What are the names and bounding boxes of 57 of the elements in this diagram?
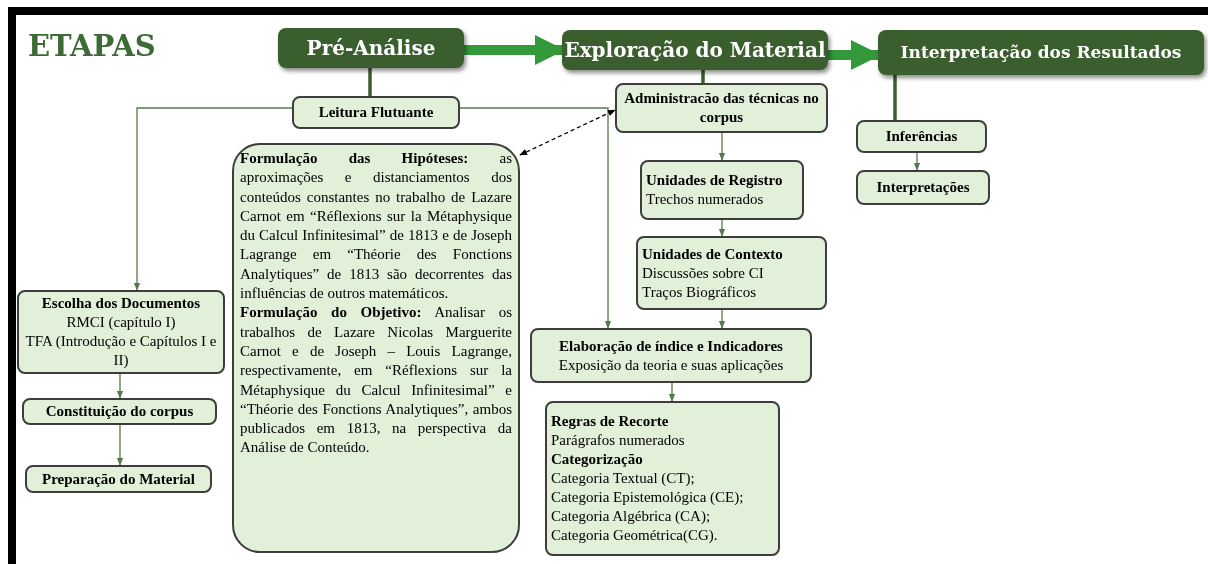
arrow (116, 424, 124, 466)
arrow (133, 107, 293, 291)
stage-header (278, 28, 464, 68)
box-title: Unidades de Registro (646, 171, 784, 190)
box-text: Formulação do Objetivo: Analisar os trabalhos de Lazare Nicolas Marguerite Carnot e de Joseph – Louis Lagrange, respectivamente, em “Réflexions sur la Métaphysique du Calcul Infinitesimal” e “Théorie des Fonctions Analytiques”, ambos publicados em 1813, na perspectiva da Análise de Conteúdo. (240, 303, 512, 458)
process-box (856, 170, 990, 205)
box-title: Exploração do Material (564, 37, 826, 64)
box-title: Administracão das técnicas no corpus (623, 89, 820, 127)
process-box (25, 465, 212, 493)
arrow (519, 109, 616, 156)
stage-header (562, 30, 828, 70)
box-text: Categoria Textual (CT); (551, 469, 696, 488)
arrow (718, 219, 726, 237)
diagram-title: ETAPAS (28, 28, 156, 64)
process-box (640, 160, 804, 220)
box-title: Formulação das Hipóteses: as aproximações e distanciamentos dos conteúdos constantes no trabalho de Lazare Carnot em “Réflexions sur la Métaphysique du Calcul Infinitesimal” de 1813 e de Joseph Lagrange em “Théorie des Fonctions Analytiques” de 1813 são decorrentes das influências de outros matemáticos. (240, 149, 512, 304)
arrow (668, 382, 676, 402)
connector-line (368, 68, 372, 96)
box-text: Discussões sobre CI (642, 263, 765, 283)
process-box (636, 236, 827, 310)
text-panel (232, 143, 520, 553)
box-text: Traços Biográficos (642, 282, 758, 302)
box-text: TFA (Introdução e Capítulos I e II) (24, 332, 218, 370)
box-text: Parágrafos numerados (551, 431, 686, 450)
connector-line (893, 75, 897, 120)
box-title: Unidades de Contexto (642, 244, 784, 264)
process-box (615, 83, 828, 133)
arrow (459, 107, 612, 329)
process-box (292, 96, 460, 129)
box-text: Categoria Algébrica (CA); (551, 507, 712, 526)
arrow (116, 373, 124, 399)
box-text: Exposição da teoria e suas aplicações (557, 355, 785, 375)
connector-line (701, 70, 705, 83)
process-box (530, 328, 812, 383)
box-title: Elaboração de índice e Indicadores (558, 336, 784, 356)
box-title: Interpretação dos Resultados (900, 40, 1182, 64)
box-title: Interpretações (875, 178, 971, 197)
box-text: Categoria Geométrica(CG). (551, 526, 719, 545)
box-text: RMCI (capítulo I) (65, 313, 177, 332)
process-box (856, 120, 987, 153)
box-title: Regras de Recorte (551, 412, 670, 431)
process-box (17, 290, 225, 374)
stage-header (878, 30, 1204, 75)
box-title: Pré-Análise (306, 35, 436, 62)
box-title: Inferências (884, 127, 959, 146)
arrow (913, 152, 921, 171)
box-title: Escolha dos Documentos (40, 294, 202, 313)
arrow (718, 309, 726, 329)
process-box (545, 401, 780, 556)
process-box (22, 398, 217, 425)
box-title: Preparação do Material (41, 469, 196, 489)
box-text: Categoria Epistemológica (CE); (551, 488, 745, 507)
box-title: Leitura Flutuante (317, 103, 435, 122)
box-title: Constituição do corpus (44, 402, 195, 421)
box-text: Categorização (551, 450, 644, 469)
box-text: Trechos numerados (646, 190, 765, 209)
arrow (718, 132, 726, 161)
